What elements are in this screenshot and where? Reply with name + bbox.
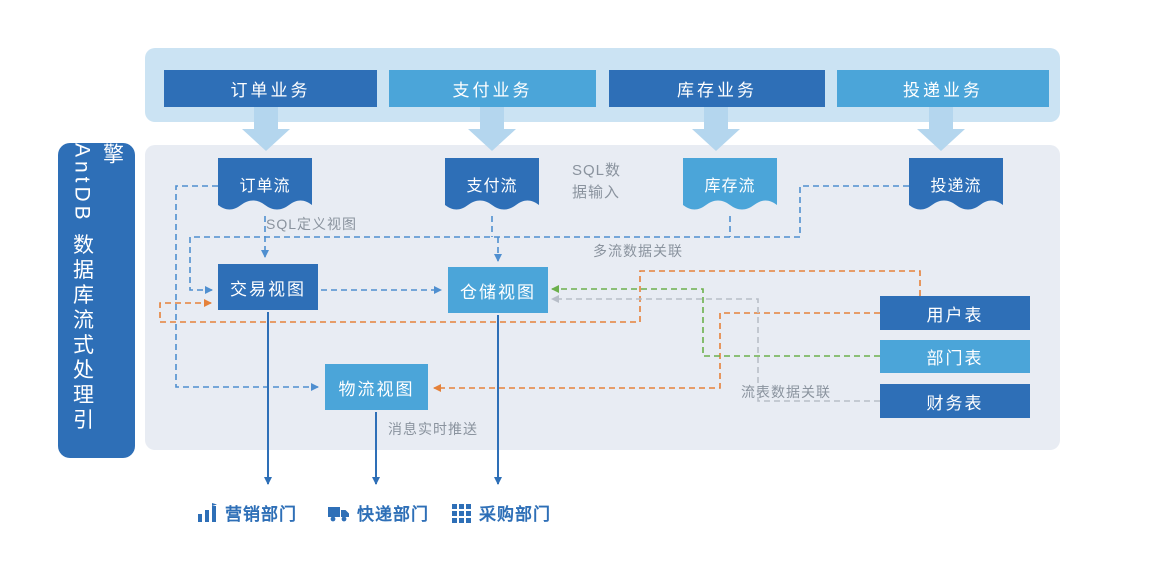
dept-marketing: 营销部门 — [197, 500, 297, 525]
dept-express: 快递部门 — [328, 500, 429, 525]
truck-icon — [328, 506, 349, 521]
stream-payment-label: 支付流 — [466, 178, 518, 195]
business-delivery: 投递业务 — [837, 70, 1049, 107]
engine-title: AntDB 数据库流式处理引擎 — [70, 143, 124, 434]
stream-delivery-label: 投递流 — [930, 178, 982, 195]
annotation-sql-define-view: SQL定义视图 — [266, 216, 358, 232]
business-inventory: 库存业务 — [609, 70, 825, 107]
table-dept: 部门表 — [880, 340, 1030, 373]
stream-inventory-label: 库存流 — [704, 178, 756, 195]
view-logistics-label: 物流视图 — [338, 379, 415, 399]
document-shape-icon — [909, 158, 1003, 210]
table-finance-label: 财务表 — [926, 393, 984, 413]
view-warehouse-label: 仓储视图 — [460, 282, 536, 302]
stream-delivery: 投递流 — [909, 158, 1003, 216]
table-finance: 财务表 — [880, 384, 1030, 418]
dept-purchase: 采购部门 — [452, 500, 551, 525]
dept-marketing-label: 营销部门 — [225, 505, 297, 524]
document-shape-icon — [683, 158, 777, 210]
table-user-label: 用户表 — [926, 305, 984, 325]
grid-icon — [452, 503, 471, 523]
annotation-sql-input: SQL数据输入 — [572, 162, 622, 201]
stream-order-label: 订单流 — [239, 178, 291, 195]
stream-inventory: 库存流 — [683, 158, 777, 216]
stream-order: 订单流 — [218, 158, 312, 216]
document-shape-icon — [445, 158, 539, 210]
view-trade-label: 交易视图 — [230, 279, 306, 299]
view-warehouse: 仓储视图 — [448, 267, 548, 313]
annotation-multi-stream-join: 多流数据关联 — [593, 243, 683, 259]
dept-purchase-label: 采购部门 — [479, 505, 551, 524]
business-order: 订单业务 — [164, 70, 377, 107]
annotation-realtime-push: 消息实时推送 — [388, 421, 478, 437]
business-order-label: 订单业务 — [230, 81, 311, 100]
business-payment: 支付业务 — [389, 70, 596, 107]
view-logistics: 物流视图 — [325, 364, 428, 410]
bar-chart-icon — [198, 502, 217, 522]
dept-express-label: 快递部门 — [357, 505, 429, 524]
stream-payment: 支付流 — [445, 158, 539, 216]
annotation-stream-table-join: 流表数据关联 — [741, 384, 831, 400]
engine-title-bar: AntDB 数据库流式处理引擎 — [58, 143, 135, 458]
view-trade: 交易视图 — [218, 264, 318, 310]
business-payment-label: 支付业务 — [452, 81, 533, 100]
table-dept-label: 部门表 — [926, 349, 984, 368]
table-user: 用户表 — [880, 296, 1030, 330]
business-delivery-label: 投递业务 — [903, 81, 983, 100]
business-inventory-label: 库存业务 — [677, 81, 757, 100]
